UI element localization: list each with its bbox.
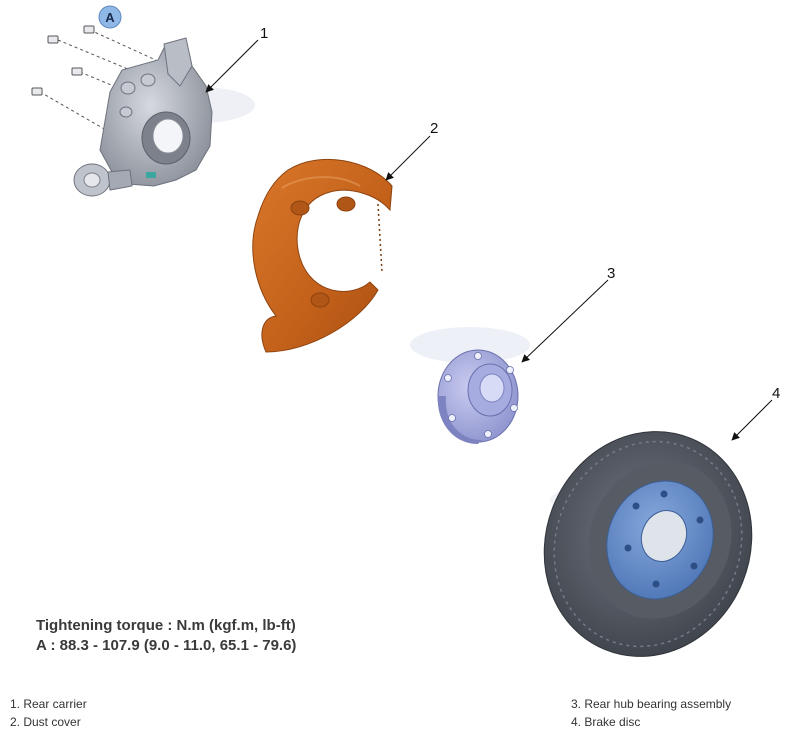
torque-heading: Tightening torque : N.m (kgf.m, lb-ft): [36, 617, 296, 634]
legend-item-dust-cover: 2. Dust cover: [10, 715, 81, 729]
hub-shadow: [410, 327, 530, 363]
callout-leaders: [205, 39, 773, 441]
callout-number-3: 3: [607, 265, 615, 282]
callout-number-4: 4: [772, 385, 780, 402]
leader-3: [521, 279, 609, 363]
torque-spec: Tightening torque : N.m (kgf.m, lb-ft) A…: [36, 616, 296, 656]
carrier-bolts: [31, 25, 161, 139]
torque-value: A : 88.3 - 107.9 (9.0 - 11.0, 65.1 - 79.…: [36, 637, 297, 654]
brake-disc: [543, 431, 753, 657]
legend-item-hub-bearing: 3. Rear hub bearing assembly: [571, 697, 732, 711]
hub-bolt-holes: [444, 352, 518, 438]
badge-label: A: [105, 10, 115, 25]
disc-vents: [553, 440, 743, 648]
torque-badge-a: A: [98, 5, 122, 29]
legend-left: 1. Rear carrier 2. Dust cover: [10, 695, 87, 731]
dust-cover: [252, 158, 393, 353]
leader-1: [205, 39, 259, 93]
disc-bolt-holes: [624, 490, 704, 588]
legend-item-brake-disc: 4. Brake disc: [571, 715, 641, 729]
legend-right: 3. Rear hub bearing assembly 4. Brake di…: [571, 695, 731, 731]
leader-2: [385, 135, 431, 181]
callout-number-2: 2: [430, 120, 438, 137]
rear-carrier: [31, 25, 213, 197]
rear-hub-bearing-assembly: [437, 349, 519, 444]
leader-4: [731, 399, 773, 441]
legend-item-rear-carrier: 1. Rear carrier: [10, 697, 87, 711]
callout-number-1: 1: [260, 25, 268, 42]
